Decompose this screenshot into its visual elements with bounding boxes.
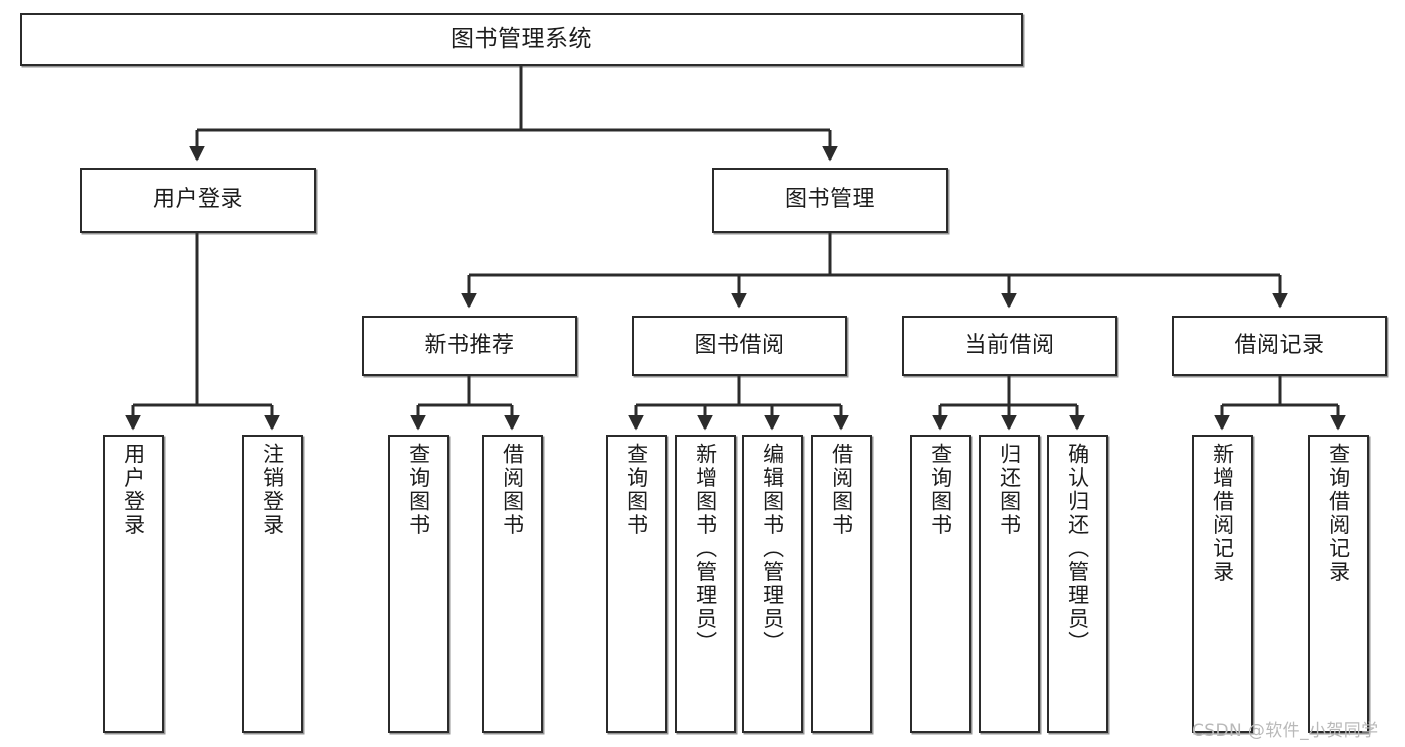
leaf-borrow-add-book-admin[interactable]: 新增图书（管理员） [675, 435, 736, 733]
node-label: 编辑图书（管理员） [760, 443, 785, 655]
leaf-recommend-borrow-book[interactable]: 借阅图书 [482, 435, 543, 733]
leaf-records-add-record[interactable]: 新增借阅记录 [1192, 435, 1253, 733]
node-label: 借阅记录 [1234, 332, 1325, 358]
leaf-recommend-query-book[interactable]: 查询图书 [388, 435, 449, 733]
node-label: 查询图书 [624, 443, 649, 537]
node-label: 新增借阅记录 [1210, 443, 1235, 584]
node-label: 查询借阅记录 [1326, 443, 1351, 584]
node-new-book-recommend[interactable]: 新书推荐 [362, 316, 577, 376]
node-borrow-records[interactable]: 借阅记录 [1172, 316, 1387, 376]
node-label: 图书管理 [784, 187, 875, 213]
leaf-current-return-book[interactable]: 归还图书 [979, 435, 1040, 733]
node-label: 查询图书 [406, 443, 431, 537]
node-label: 用户登录 [152, 187, 243, 213]
leaf-current-query-book[interactable]: 查询图书 [910, 435, 971, 733]
node-label: 新增图书（管理员） [693, 443, 718, 655]
node-label: 用户登录 [121, 443, 146, 537]
leaf-current-confirm-return-admin[interactable]: 确认归还（管理员） [1047, 435, 1108, 733]
node-book-management[interactable]: 图书管理 [712, 168, 948, 233]
node-label: 图书借阅 [694, 332, 785, 358]
node-current-borrow[interactable]: 当前借阅 [902, 316, 1117, 376]
node-label: 当前借阅 [964, 332, 1055, 358]
leaf-borrow-borrow-book[interactable]: 借阅图书 [811, 435, 872, 733]
node-label: 归还图书 [997, 443, 1022, 537]
node-label: 借阅图书 [500, 443, 525, 537]
node-label: 注销登录 [260, 443, 285, 537]
leaf-borrow-query-book[interactable]: 查询图书 [606, 435, 667, 733]
leaf-user-login-logout[interactable]: 注销登录 [242, 435, 303, 733]
csdn-watermark: CSDN @软件_小贺同学 [1192, 721, 1379, 741]
node-label: 新书推荐 [424, 332, 515, 358]
node-label: 查询图书 [928, 443, 953, 537]
node-label: 借阅图书 [829, 443, 854, 537]
node-root-system[interactable]: 图书管理系统 [20, 13, 1023, 66]
node-label: 图书管理系统 [451, 25, 592, 52]
node-book-borrow[interactable]: 图书借阅 [632, 316, 847, 376]
leaf-borrow-edit-book-admin[interactable]: 编辑图书（管理员） [742, 435, 803, 733]
node-user-login[interactable]: 用户登录 [80, 168, 316, 233]
node-label: 确认归还（管理员） [1065, 443, 1090, 655]
leaf-user-login-login[interactable]: 用户登录 [103, 435, 164, 733]
leaf-records-query-record[interactable]: 查询借阅记录 [1308, 435, 1369, 733]
